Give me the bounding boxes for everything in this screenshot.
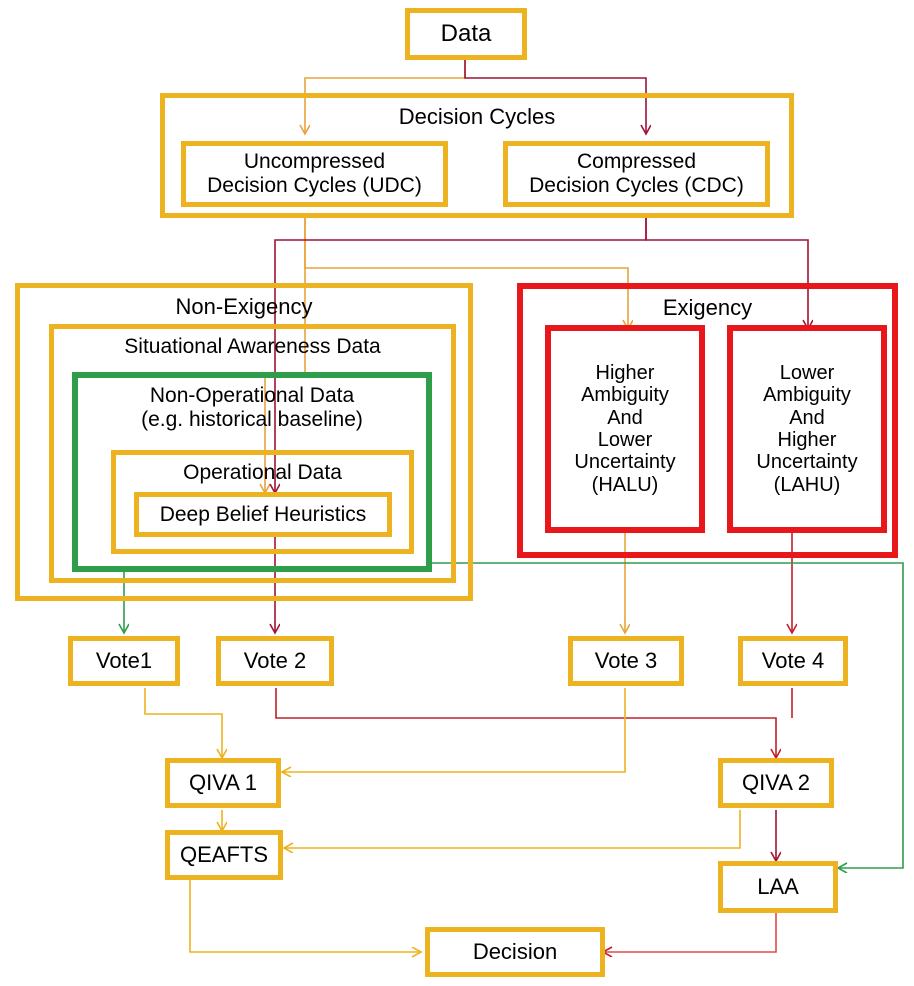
edge-vote3-to-qiva1 [283,688,626,772]
node-vote2[interactable]: Vote 2 [216,636,334,686]
group-non-operational-data-label: Non-Operational Data (e.g. historical ba… [78,384,426,432]
node-laa-label: LAA [757,873,799,899]
node-laa[interactable]: LAA [718,861,838,913]
edge-qeafts-to-decision [189,872,420,952]
node-lahu-label: Lower Ambiguity And Higher Uncertainty (… [756,361,858,496]
node-deep-belief-heuristics[interactable]: Deep Belief Heuristics [134,492,392,537]
edge-laa-to-decision [604,913,777,952]
edge-vote1-to-qiva1 [144,688,222,757]
group-operational-data-label: Operational Data [183,461,342,484]
group-non-exigency-label: Non-Exigency [175,294,313,319]
node-vote3[interactable]: Vote 3 [568,636,684,686]
node-data[interactable]: Data [405,8,527,60]
node-vote4-label: Vote 4 [761,647,825,673]
node-vote3-label: Vote 3 [594,647,658,673]
node-vote4[interactable]: Vote 4 [738,636,848,686]
node-qeafts-label: QEAFTS [179,841,268,867]
node-deep-belief-heuristics-label: Deep Belief Heuristics [159,502,367,526]
node-cdc[interactable]: Compressed Decision Cycles (CDC) [503,141,770,207]
node-qiva1-label: QIVA 1 [188,769,258,795]
edge-vote2-to-qiva2 [275,688,776,757]
node-vote2-label: Vote 2 [243,647,307,673]
node-lahu[interactable]: Lower Ambiguity And Higher Uncertainty (… [727,325,887,533]
node-data-label: Data [440,19,492,47]
node-halu-label: Higher Ambiguity And Lower Uncertainty (… [574,361,676,496]
edge-qiva2-to-qeafts [285,810,741,848]
edge-nonoperational-to-laa [432,562,904,868]
node-qeafts[interactable]: QEAFTS [165,830,283,880]
node-cdc-line2: Decision Cycles (CDC) [529,174,744,197]
node-vote1-label: Vote1 [95,647,153,673]
non-operational-line2: (e.g. historical baseline) [141,408,363,432]
node-qiva2-label: QIVA 2 [741,769,811,795]
non-operational-line1: Non-Operational Data [149,384,355,407]
node-udc-line2: Decision Cycles (UDC) [207,174,422,197]
node-udc-line1: Uncompressed [243,150,386,174]
node-decision[interactable]: Decision [425,927,605,977]
node-cdc-line1: Compressed [576,150,697,174]
node-qiva2[interactable]: QIVA 2 [718,758,834,808]
group-decision-cycles-label: Decision Cycles [398,104,556,129]
group-situational-awareness-label: Situational Awareness Data [124,335,381,358]
node-udc[interactable]: Uncompressed Decision Cycles (UDC) [181,141,448,207]
group-exigency-label: Exigency [662,295,753,320]
node-vote1[interactable]: Vote1 [68,636,180,686]
node-decision-label: Decision [472,938,558,964]
node-qiva1[interactable]: QIVA 1 [165,758,281,808]
node-halu[interactable]: Higher Ambiguity And Lower Uncertainty (… [545,325,705,533]
